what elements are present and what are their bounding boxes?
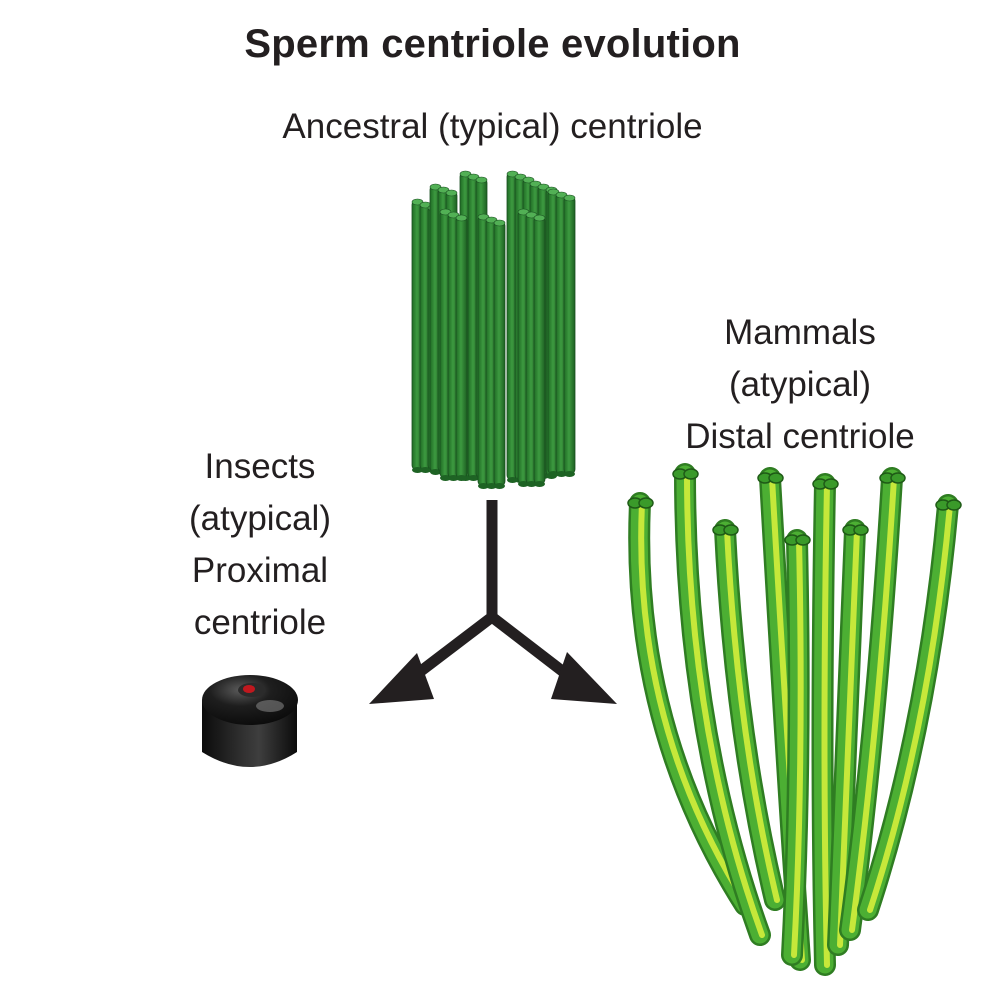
mammals-label: Mammals (atypical) Distal centriole [620, 307, 980, 463]
mammals-label-line-1: Mammals [724, 313, 876, 352]
insects-label-line-3: Proximal [191, 551, 329, 590]
insect-centriole-red-dot [243, 685, 255, 693]
ancestral-triplet [477, 213, 506, 489]
mammal-microtubule [712, 519, 786, 911]
mammal-distal-centriole-illustration [627, 463, 962, 976]
mammal-microtubule [672, 463, 771, 946]
ancestral-centriole-label: Ancestral (typical) centriole [282, 107, 703, 146]
branching-arrow [369, 500, 617, 704]
mammal-microtubule [857, 494, 962, 921]
insects-label-line-1: Insects [204, 447, 316, 486]
mammals-label-line-3: Distal centriole [685, 417, 915, 456]
mammals-label-line-2: (atypical) [729, 365, 871, 404]
ancestral-triplet [439, 208, 468, 481]
ancestral-triplet [547, 188, 576, 477]
arrow-left-head [369, 653, 434, 704]
mammal-microtubule [827, 519, 869, 956]
mammal-microtubule [627, 492, 756, 916]
mammal-microtubule [811, 473, 839, 976]
mammal-microtubule [781, 529, 811, 966]
insects-label-line-2: (atypical) [189, 499, 331, 538]
ancestral-triplet [517, 208, 546, 487]
arrow-right-head [551, 652, 617, 704]
diagram-title: Sperm centriole evolution [244, 22, 741, 66]
mammal-microtubule [839, 467, 906, 941]
insect-centriole-top [202, 675, 298, 725]
ancestral-centriole-illustration [411, 170, 576, 489]
insects-label: Insects (atypical) Proximal centriole [110, 441, 410, 649]
insect-proximal-centriole-illustration [202, 675, 298, 767]
insects-label-line-4: centriole [193, 603, 327, 642]
